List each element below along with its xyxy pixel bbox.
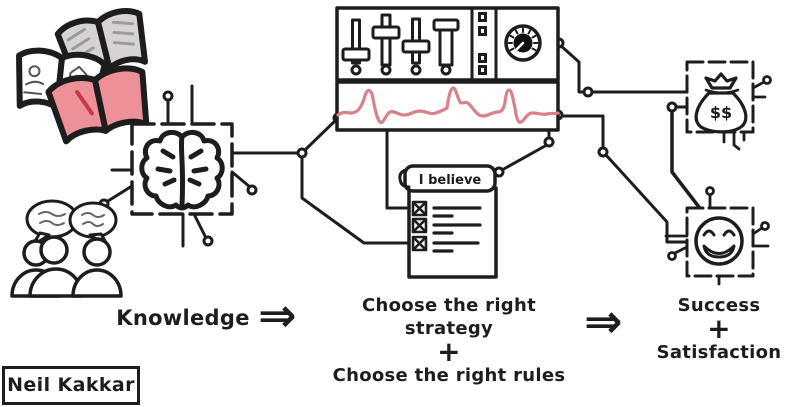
panel-strip <box>470 6 498 82</box>
strategy-line1: Choose the right strategy <box>362 295 536 339</box>
sliders <box>341 13 460 76</box>
plus-sign: + <box>707 312 731 345</box>
smiley-chip-icon <box>664 186 770 286</box>
strategy-line2: Choose the right rules <box>332 365 566 386</box>
smiley-face-glyph <box>694 216 744 266</box>
plus-sign: + <box>437 335 461 368</box>
brain-chip-icon <box>98 84 258 248</box>
success-label: Success <box>677 295 761 316</box>
waveform-icon <box>335 80 560 132</box>
flow-arrow-icon: ⇒ <box>258 288 297 342</box>
dial-knob <box>504 24 542 62</box>
money-bag-icon: $$ <box>666 60 772 151</box>
people-icon <box>10 199 123 298</box>
people-figures <box>10 235 123 298</box>
checklist-header: I believe <box>419 173 482 188</box>
brain-glyph <box>139 129 225 211</box>
signature-box: Neil Kakkar <box>2 366 140 405</box>
satisfaction-label: Satisfaction <box>656 342 782 363</box>
signal-wave <box>336 86 560 125</box>
outcome-block: Success + Satisfaction <box>648 294 790 364</box>
money-bag-glyph <box>694 72 748 134</box>
control-panel-icon <box>335 6 560 82</box>
flow-arrow-icon: ⇒ <box>584 294 623 348</box>
strategy-block: Choose the right strategy + Choose the r… <box>318 294 580 387</box>
knowledge-label: Knowledge <box>116 306 250 330</box>
speech-bubbles <box>25 199 118 248</box>
checklist-items <box>411 200 428 252</box>
checklist-icon: I believe <box>398 164 498 279</box>
dollar-label: $$ <box>710 103 732 122</box>
books-icon <box>16 8 150 145</box>
